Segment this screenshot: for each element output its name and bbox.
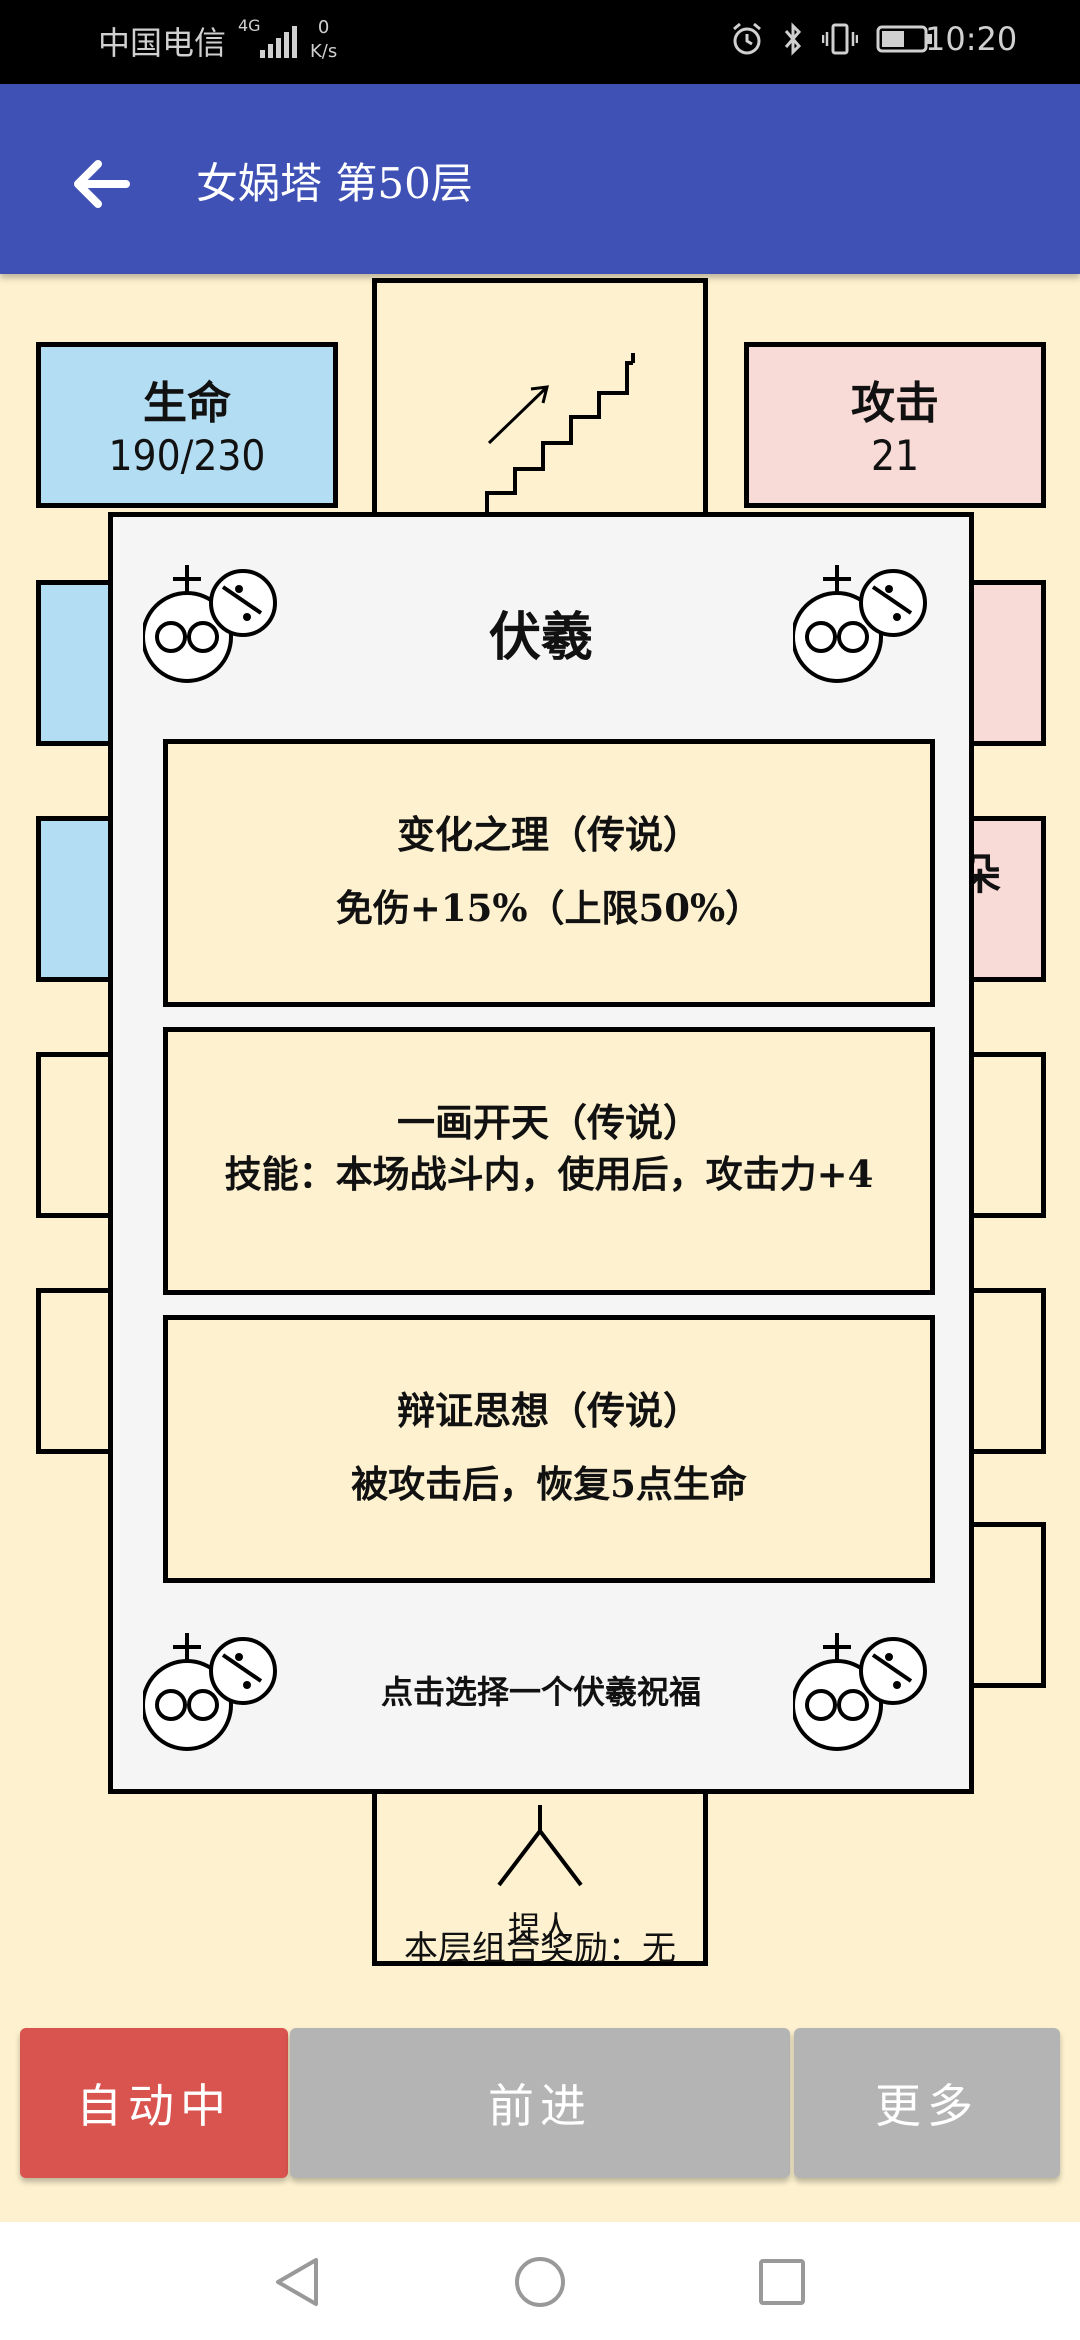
fuxi-emblem-icon: [143, 1633, 277, 1751]
carrier-label: 中国电信: [98, 24, 227, 62]
speed-unit: K/s: [310, 41, 338, 62]
blessing-option-1[interactable]: 变化之理（传说） 免伤+15%（上限50%）: [163, 739, 935, 1007]
speed-value: 0: [317, 17, 330, 38]
stairs-cell[interactable]: [372, 278, 708, 548]
fuxi-emblem-icon: [793, 565, 927, 683]
vibrate-icon: [822, 23, 858, 55]
fuxi-emblem-icon: [793, 1633, 927, 1751]
alarm-icon: [733, 22, 761, 55]
blessing-option-2[interactable]: 一画开天（传说） 技能：本场战斗内，使用后，攻击力+4: [163, 1027, 935, 1295]
signal-icon: [260, 26, 297, 58]
attack-cell: 攻击 21: [744, 342, 1046, 508]
nav-home-icon[interactable]: [512, 2254, 568, 2310]
option-description: 被攻击后，恢复5点生命: [351, 1462, 747, 1506]
fuxi-emblem-icon: [143, 565, 277, 683]
status-bar: 中国电信 4G 0 K/s 10:20: [0, 0, 1080, 84]
nav-recents-icon[interactable]: [754, 2254, 810, 2310]
hp-cell: 生命 190/230: [36, 342, 338, 508]
hp-label: 生命: [143, 378, 231, 429]
option-description: 免伤+15%（上限50%）: [335, 886, 763, 930]
attack-label: 攻击: [851, 378, 939, 429]
status-icons: [730, 22, 934, 56]
forward-button[interactable]: 前进: [290, 2028, 790, 2178]
more-button[interactable]: 更多: [794, 2028, 1060, 2178]
option-name: 一画开天（传说）: [396, 1100, 701, 1145]
blessing-option-3[interactable]: 辩证思想（传说） 被攻击后，恢复5点生命: [163, 1315, 935, 1583]
option-description: 技能：本场战斗内，使用后，攻击力+4: [224, 1152, 874, 1196]
clock: 10:20: [925, 20, 1018, 58]
network-type: 4G: [238, 16, 261, 35]
back-arrow-icon[interactable]: [70, 154, 130, 214]
attack-value: 21: [870, 431, 920, 480]
stairs-icon: [485, 353, 635, 515]
fork-icon: [497, 1805, 583, 1887]
dialog-title: 伏羲: [488, 607, 593, 668]
bottom-cell-label: 捏人: [507, 1909, 572, 1947]
blessing-dialog: 伏羲 变化之理（传说） 免伤+15%（上限50%） 一画开天（传说） 技能：本场…: [108, 512, 974, 1794]
nav-back-icon[interactable]: [270, 2254, 326, 2310]
hp-value: 190/230: [108, 431, 266, 480]
bluetooth-icon: [784, 22, 802, 56]
bottom-center-cell[interactable]: 捏人 本层组合奖励：无: [372, 1780, 708, 1969]
option-name: 辩证思想（传说）: [396, 1388, 701, 1433]
reward-text: 本层组合奖励：无: [404, 1929, 676, 1969]
option-name: 变化之理（传说）: [396, 812, 701, 857]
dialog-instruction: 点击选择一个伏羲祝福: [380, 1673, 701, 1711]
auto-button[interactable]: 自动中: [20, 2028, 288, 2178]
battery-icon: [876, 25, 932, 53]
app-bar: 女娲塔 第50层: [0, 84, 1080, 274]
network-speed: 0 K/s: [310, 16, 337, 64]
system-nav-bar: [0, 2222, 1080, 2340]
page-title: 女娲塔 第50层: [196, 159, 473, 208]
